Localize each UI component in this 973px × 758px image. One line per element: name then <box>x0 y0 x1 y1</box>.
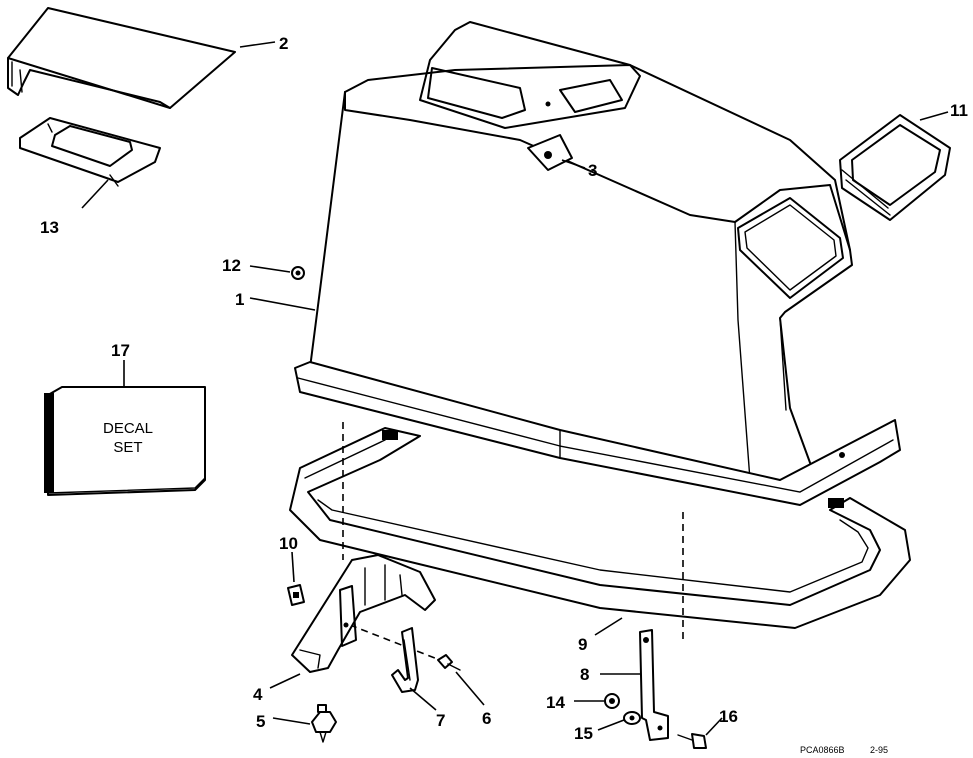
alignment-lines <box>342 422 684 661</box>
callout-2: 2 <box>279 34 288 53</box>
callout-7: 7 <box>436 711 445 730</box>
callout-3: 3 <box>588 161 597 180</box>
part-2-top-cover <box>7 7 236 109</box>
part-5-pushpin <box>311 704 337 743</box>
date-code: 2-95 <box>870 745 888 755</box>
part-1-engine-cover <box>294 21 901 506</box>
callout-labels: 1 2 3 4 5 6 7 8 9 10 11 12 13 14 15 16 1… <box>40 34 968 743</box>
callout-1: 1 <box>235 290 244 309</box>
callout-17: 17 <box>111 341 130 360</box>
part-13-gasket <box>19 117 161 187</box>
part-6-screw <box>437 654 461 671</box>
callout-13: 13 <box>40 218 59 237</box>
part-11-vent-grommet <box>839 114 951 221</box>
callout-4: 4 <box>253 685 263 704</box>
callout-10: 10 <box>279 534 298 553</box>
decal-text-line2: SET <box>113 439 142 456</box>
part-15-washer <box>623 711 641 725</box>
callout-9: 9 <box>578 635 587 654</box>
part-17-decal-set: DECAL SET <box>44 386 206 496</box>
callout-11: 11 <box>950 101 968 120</box>
callout-6: 6 <box>482 709 491 728</box>
diagram-footer: PCA0866B 2-95 <box>800 745 888 755</box>
part-12-grommet <box>291 266 305 280</box>
part-7-strap <box>391 627 419 693</box>
callout-5: 5 <box>256 712 265 731</box>
part-10-clip <box>287 584 305 606</box>
leader-lines <box>81 41 949 736</box>
callout-8: 8 <box>580 665 589 684</box>
decal-text-line1: DECAL <box>103 420 153 437</box>
part-4-bracket <box>291 554 436 673</box>
callout-15: 15 <box>574 724 593 743</box>
callout-12: 12 <box>222 256 241 275</box>
callout-16: 16 <box>719 707 738 726</box>
callout-14: 14 <box>546 693 565 712</box>
part-8-latch-rod <box>639 629 669 741</box>
part-16-bolt <box>677 733 707 749</box>
part-14-nut <box>604 693 620 709</box>
part-code: PCA0866B <box>800 745 845 755</box>
part-9-lower-seal <box>289 427 911 629</box>
